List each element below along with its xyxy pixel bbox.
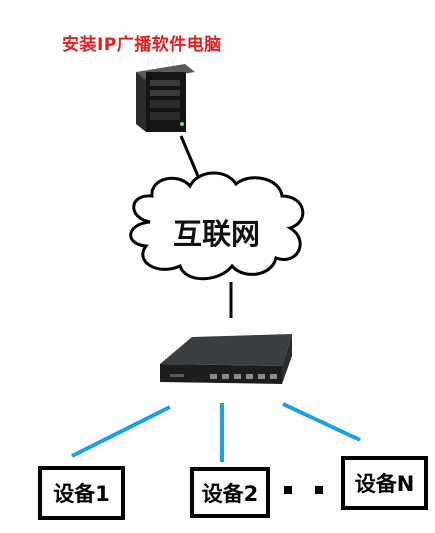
server-tower-icon [136, 64, 195, 132]
network-switch-icon [160, 334, 292, 384]
device-box-1: 设备1 [38, 466, 125, 520]
ellipsis-dot [284, 486, 292, 494]
device-box-2: 设备2 [190, 467, 270, 518]
ellipsis-dot [315, 486, 323, 494]
diagram-title: 安装IP广播软件电脑 [62, 35, 222, 55]
cloud-label: 互联网 [173, 217, 261, 251]
device-box-n: 设备N [341, 456, 428, 510]
cloud-icon [129, 171, 305, 281]
device-link-n [282, 402, 361, 442]
device-link-1 [71, 405, 171, 458]
